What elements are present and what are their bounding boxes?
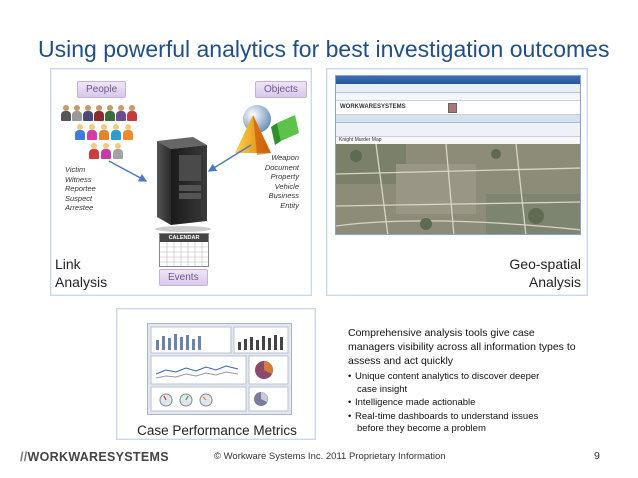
- browser-titlebar: [336, 76, 580, 84]
- app-tabs: [336, 115, 580, 123]
- server-icon: [155, 137, 211, 232]
- geo-spatial-label: Geo-spatial Analysis: [487, 255, 581, 291]
- role-label: Reportee: [65, 184, 96, 193]
- calendar-header: CALENDAR: [160, 234, 208, 242]
- bullet-line: Unique content analytics to discover dee…: [355, 371, 540, 382]
- person-icon: [116, 105, 126, 121]
- label-line: Link: [55, 256, 81, 272]
- bullet-glyph: •: [348, 410, 352, 422]
- link-arrows: [108, 144, 252, 182]
- label-line: Analysis: [55, 274, 108, 290]
- person-icon: [89, 143, 99, 159]
- person-icon: [123, 124, 133, 140]
- bullet-line: case insight: [357, 383, 408, 395]
- slide-title: Using powerful analytics for best invest…: [38, 36, 610, 62]
- person-icon: [83, 105, 93, 121]
- object-type-label: Business: [268, 191, 299, 200]
- bullet-item: • Unique content analytics to discover d…: [348, 371, 588, 396]
- bullet-line: Real-time dashboards to understand issue…: [355, 410, 539, 422]
- events-tag: Events: [159, 269, 208, 286]
- dashboard-screenshot: [147, 323, 292, 415]
- object-type-label: Document: [264, 162, 299, 172]
- objects-shapes-icon: [235, 105, 299, 155]
- case-performance-label: Case Performance Metrics: [137, 423, 297, 438]
- browser-toolbar: [336, 84, 580, 93]
- person-icon: [127, 105, 137, 121]
- people-icon-group: [51, 69, 151, 164]
- person-icon: [75, 124, 85, 140]
- bullet-item: • Real-time dashboards to understand iss…: [348, 411, 588, 436]
- calendar-grid: [160, 242, 208, 266]
- map-title-bar: Knight Murder Map: [336, 137, 580, 144]
- object-type-label: Property: [270, 172, 299, 181]
- map-title: Knight Murder Map: [339, 137, 382, 143]
- calendar-icon: CALENDAR: [159, 233, 209, 267]
- link-analysis-panel: People Objects: [50, 68, 312, 296]
- bullet-item: • Intelligence made actionable: [348, 397, 588, 410]
- person-icon: [72, 105, 82, 121]
- browser-bookmarks: [336, 93, 580, 101]
- role-label: Victim: [65, 165, 86, 174]
- object-type-label: Weapon: [271, 153, 299, 162]
- description-text: Comprehensive analysis tools give case m…: [348, 327, 576, 367]
- geo-spatial-panel: WORKWARESYSTEMS Knight Murder Map: [326, 68, 588, 296]
- footer-copyright: © Workware Systems Inc. 2011 Proprietary…: [214, 451, 446, 462]
- bullet-list: • Unique content analytics to discover d…: [348, 371, 588, 436]
- person-icon: [94, 105, 104, 121]
- page-number: 9: [594, 450, 600, 462]
- bullet-glyph: •: [348, 397, 352, 408]
- app-toolbar: [336, 123, 580, 137]
- person-icon: [105, 105, 115, 121]
- link-analysis-label: Link Analysis: [55, 255, 107, 291]
- bullet-line: Intelligence made actionable: [355, 397, 476, 408]
- geo-app-screenshot: WORKWARESYSTEMS Knight Murder Map: [335, 75, 581, 235]
- bullet-glyph: •: [348, 371, 352, 382]
- logo-text: WORKWARESYSTEMS: [27, 450, 169, 464]
- footer-logo: //WORKWARESYSTEMS: [20, 450, 169, 464]
- object-types-list: Weapon Document Property Vehicle Busines…: [251, 153, 299, 210]
- person-icon: [99, 124, 109, 140]
- logo-slashes: //: [20, 450, 28, 464]
- person-icon: [113, 143, 123, 159]
- label-line: Analysis: [528, 274, 581, 290]
- user-avatar: [448, 103, 457, 113]
- role-label: Arrestee: [65, 203, 94, 212]
- role-label: Suspect: [65, 193, 93, 203]
- dashboard-widgets: [150, 326, 289, 412]
- person-icon: [87, 124, 97, 140]
- person-icon: [111, 124, 121, 140]
- case-performance-panel: Case Performance Metrics: [116, 308, 316, 440]
- objects-tag: Objects: [255, 81, 307, 98]
- people-tag: People: [77, 81, 127, 98]
- object-type-label: Entity: [280, 200, 299, 210]
- person-icon: [61, 105, 71, 121]
- object-type-label: Vehicle: [274, 181, 299, 191]
- person-icon: [101, 143, 111, 159]
- app-header: WORKWARESYSTEMS: [336, 101, 580, 115]
- satellite-map: [336, 144, 580, 234]
- role-label: Witness: [65, 174, 92, 184]
- app-brand: WORKWARESYSTEMS: [340, 104, 406, 110]
- people-roles-list: Victim Witness Reportee Suspect Arrestee: [65, 165, 96, 213]
- bullet-line: before they become a problem: [357, 423, 486, 434]
- label-line: Geo-spatial: [509, 256, 581, 272]
